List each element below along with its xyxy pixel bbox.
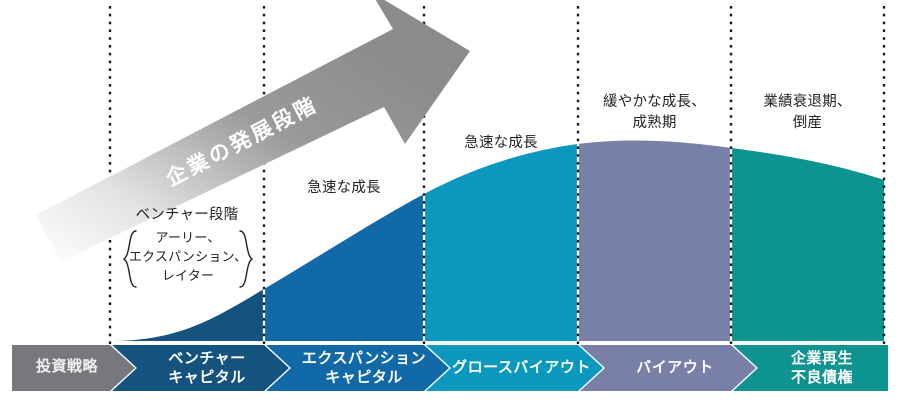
chevron-investment-strategy[interactable] [12, 345, 135, 391]
chevron-growth-buyout[interactable] [426, 345, 603, 391]
band-turnaround [732, 140, 884, 341]
chevron-venture-capital[interactable] [112, 345, 289, 391]
chevron-buyout[interactable] [580, 345, 756, 391]
band-buyout [579, 140, 732, 341]
chevron-expansion-capital[interactable] [266, 345, 449, 391]
annotation-rapid-growth-1: 急速な成長 [307, 180, 381, 196]
arrow-shape [36, 0, 470, 262]
venture-bracket-icon [122, 230, 254, 288]
chevron-turnaround-distressed[interactable] [733, 345, 888, 391]
annotation-venture-stage: ベンチャー段階 [135, 207, 239, 223]
annotation-moderate-growth-maturity: 緩やかな成長、 成熟期 [603, 94, 706, 132]
annotation-decline-bankruptcy: 業績衰退期、 倒産 [763, 94, 852, 132]
annotation-venture-substages: アーリー、 エクスパンション、 レイター [128, 230, 248, 283]
annotation-rapid-growth-2: 急速な成長 [464, 135, 538, 151]
